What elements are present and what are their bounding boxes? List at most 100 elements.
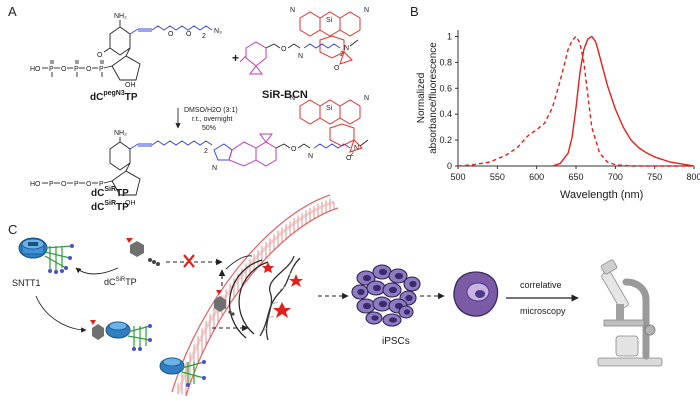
panel-a-letter: A xyxy=(8,4,17,19)
peg-repeat-4: 2 xyxy=(350,151,354,158)
y-axis-label-group: Normalized absorbance/fluorescence xyxy=(416,42,439,154)
atom-o-product-carbamate: O xyxy=(291,146,297,153)
cell-membrane xyxy=(171,194,339,397)
x-tick-label: 600 xyxy=(529,172,544,182)
x-ticks: 500 550 600 650 700 750 800 xyxy=(450,166,700,182)
panel-b-letter: B xyxy=(410,4,419,19)
atom-p1: P xyxy=(49,66,54,73)
ipsc-label: iPSCs xyxy=(382,336,410,347)
x-tick-label: 800 xyxy=(686,172,700,182)
atom-o2-product: O xyxy=(86,181,92,188)
x-tick-label: 550 xyxy=(490,172,505,182)
atom-triazole: N xyxy=(212,165,217,172)
panel-c-letter: C xyxy=(8,222,17,237)
atom-o-lactone: O xyxy=(334,65,340,72)
y-tick-label: 0.8 xyxy=(439,57,452,67)
peg-repeat-2: 2 xyxy=(340,51,344,58)
ipsc-nucleus xyxy=(405,294,413,302)
atom-n-sir-left: N xyxy=(290,7,295,14)
reactant2-label: SiR-BCN xyxy=(262,89,308,101)
atom-p3: P xyxy=(99,66,104,73)
atom-n-product-left: N xyxy=(290,95,295,102)
atom-nh2-product: NH₂ xyxy=(114,130,127,137)
y-tick-label: 0 xyxy=(447,161,452,171)
plus-sign: + xyxy=(232,51,239,65)
reactant1-label: dCpegN3TP xyxy=(90,90,138,103)
atom-nh-carbamate: N xyxy=(298,53,303,60)
atom-o-carbamate: O xyxy=(281,46,287,53)
condition-yield: 50% xyxy=(202,125,216,132)
panel-c: C xyxy=(8,194,663,397)
dc-sir-tp-molecule xyxy=(126,238,160,266)
x-tick-label: 700 xyxy=(608,172,623,182)
chart-series xyxy=(457,35,695,167)
ipsc-nucleus xyxy=(378,268,388,276)
sntt1-complex-membrane xyxy=(90,320,152,351)
nucleus-arc-outer xyxy=(228,259,263,339)
x-tick-label: 650 xyxy=(568,172,583,182)
y-ticks: 0 0.2 0.4 0.6 0.8 1 xyxy=(439,31,458,171)
entry-curve xyxy=(225,255,253,270)
condition-temp: r.t., overnight xyxy=(192,116,233,123)
absorbance-series-line xyxy=(457,35,694,167)
atom-o-base: O xyxy=(97,52,103,59)
ipsc-nucleus xyxy=(409,280,417,288)
reactant-sir-bcn-structure: O N 2 N Si N N O xyxy=(239,7,369,75)
atom-p1-product: P xyxy=(49,181,54,188)
correlative-label: correlative xyxy=(520,280,562,290)
product-label-2: dCSiRTP xyxy=(91,200,129,213)
y-axis-label-line2: absorbance/fluorescence xyxy=(428,42,439,154)
atom-o-product-lactone: O xyxy=(346,155,352,162)
product-label-1: dCSiRTP xyxy=(91,186,129,199)
atom-p2: P xyxy=(74,66,79,73)
product-structure: HO P O P O P OH NH₂ 2 N xyxy=(30,95,369,207)
atom-oh-sugar: OH xyxy=(125,82,136,89)
single-cell xyxy=(453,271,499,317)
ipsc-nucleus xyxy=(394,272,404,280)
peg-repeat-1: 2 xyxy=(202,33,206,40)
atom-ho: HO xyxy=(30,66,41,73)
y-tick-label: 0.6 xyxy=(439,83,452,93)
atom-n-product-amide: N xyxy=(354,145,359,152)
ipsc-nucleus xyxy=(362,274,372,282)
atom-p2-product: P xyxy=(74,181,79,188)
ipsc-nucleus xyxy=(371,315,379,321)
ipsc-nucleus xyxy=(357,288,365,296)
ipsc-nucleus xyxy=(378,300,388,308)
sntt1-complex-inside xyxy=(159,357,206,387)
condition-solvent: DMSO/H2O (3:1) xyxy=(184,107,238,114)
atom-n-amide: N xyxy=(344,45,349,52)
ipsc-nucleus xyxy=(372,284,382,292)
sntt1-label: SNTT1 xyxy=(12,278,41,288)
y-tick-label: 1 xyxy=(447,31,452,41)
ipsc-nucleus xyxy=(403,309,411,315)
spectrum-chart: 500 550 600 650 700 750 800 0 0.2 0.4 0.6 0.8 1 xyxy=(439,30,700,182)
microscopy-label: microscopy xyxy=(520,306,566,316)
atom-p3-product: P xyxy=(99,181,104,188)
y-tick-label: 0.4 xyxy=(439,109,452,119)
microscope-icon xyxy=(597,259,663,367)
ipsc-cluster xyxy=(351,264,421,327)
y-axis-label-line1: Normalized xyxy=(416,73,427,124)
x-tick-label: 750 xyxy=(647,172,662,182)
atom-n-product-right: N xyxy=(364,95,369,102)
atom-o1: O xyxy=(61,66,67,73)
block-cross-icon xyxy=(183,254,195,268)
binding-arrow xyxy=(75,267,119,275)
atom-ho-product: HO xyxy=(30,181,41,188)
atom-o2: O xyxy=(86,66,92,73)
atom-nh-product: N xyxy=(308,153,313,160)
atom-n-sir-right: N xyxy=(364,7,369,14)
peg-repeat-3: 2 xyxy=(204,148,208,155)
y-tick-label: 0.2 xyxy=(439,135,452,145)
x-tick-label: 500 xyxy=(450,172,465,182)
released-nucleotide xyxy=(214,290,235,316)
dna-double-helix xyxy=(259,255,303,341)
atom-o-peg1: O xyxy=(168,31,174,38)
dc-sir-tp-label: dCSiRTP xyxy=(104,277,137,287)
transporter-recruit-arrow xyxy=(35,295,87,333)
atom-nh2: NH₂ xyxy=(114,13,127,20)
fluorescence-series-line xyxy=(552,35,695,167)
